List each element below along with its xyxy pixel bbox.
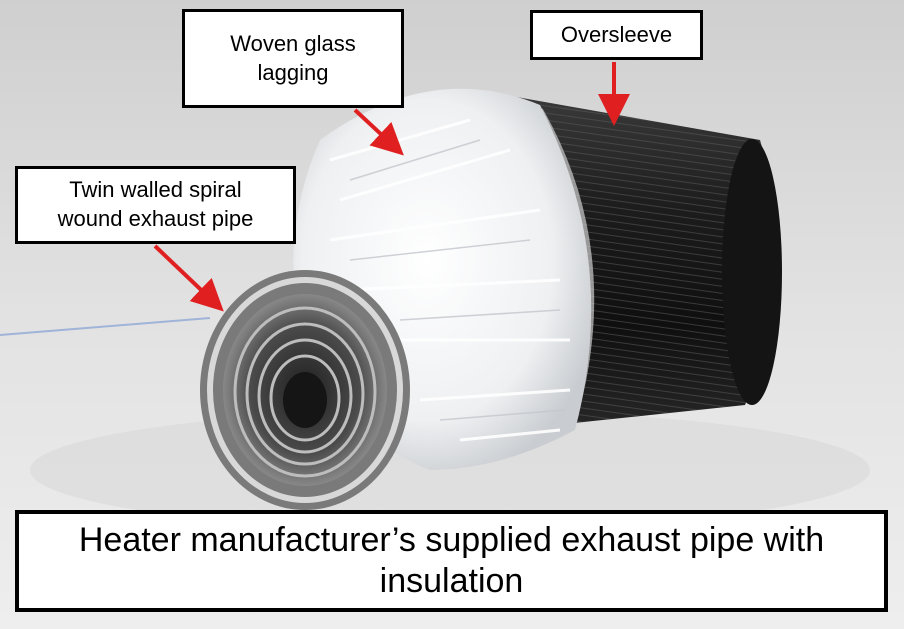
label-oversleeve: Oversleeve: [530, 10, 703, 60]
label-woven-glass-lagging: Woven glass lagging: [182, 9, 404, 108]
figure-caption: Heater manufacturer’s supplied exhaust p…: [15, 510, 888, 612]
spiral-pipe-shape: [200, 270, 410, 510]
label-twin-walled-pipe: Twin walled spiral wound exhaust pipe: [15, 166, 296, 244]
